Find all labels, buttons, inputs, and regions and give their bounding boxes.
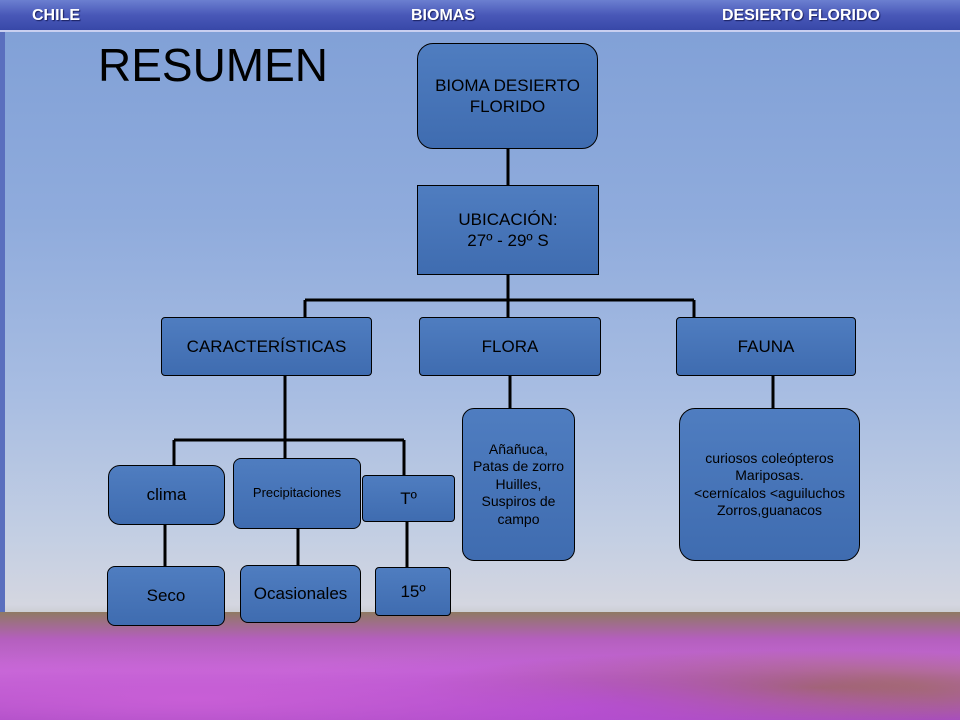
- node-precipitation: Precipitaciones: [233, 458, 361, 529]
- node-temperature: Tº: [362, 475, 455, 522]
- header-bar: CHILE BIOMAS DESIERTO FLORIDO: [0, 0, 960, 32]
- node-location: UBICACIÓN: 27º - 29º S: [417, 185, 599, 275]
- node-flora-list: Añañuca, Patas de zorro Huilles, Suspiro…: [462, 408, 575, 561]
- header-desierto-florido: DESIERTO FLORIDO: [722, 7, 880, 24]
- node-characteristics: CARACTERÍSTICAS: [161, 317, 372, 376]
- node-fauna-list: curiosos coleópteros Mariposas. <cerníca…: [679, 408, 860, 561]
- header-chile: CHILE: [32, 7, 80, 24]
- node-temperature-value: 15º: [375, 567, 451, 616]
- node-climate-value: Seco: [107, 566, 225, 626]
- flowering-desert-ground: [0, 612, 960, 720]
- node-climate: clima: [108, 465, 225, 525]
- node-root-biome: BIOMA DESIERTO FLORIDO: [417, 43, 598, 149]
- node-fauna: FAUNA: [676, 317, 856, 376]
- node-flora: FLORA: [419, 317, 601, 376]
- left-accent-strip: [0, 32, 5, 720]
- page-title: RESUMEN: [98, 39, 329, 91]
- node-precipitation-value: Ocasionales: [240, 565, 361, 623]
- header-biomas: BIOMAS: [411, 7, 475, 24]
